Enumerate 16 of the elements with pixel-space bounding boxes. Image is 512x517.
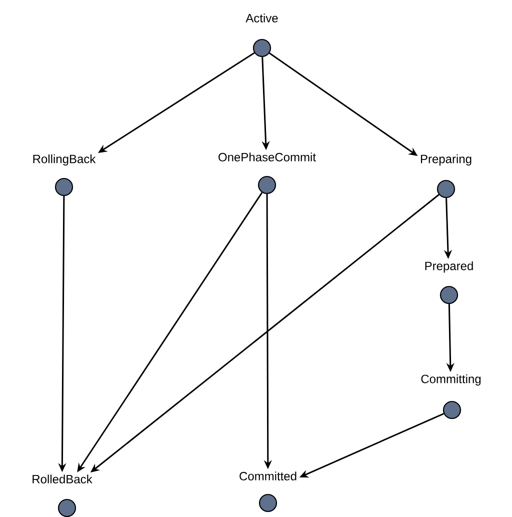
node-label: Committing (421, 374, 481, 386)
node-label: Committed (240, 472, 296, 480)
node-label: Preparing (420, 154, 472, 166)
state-node: Prepared (425, 261, 473, 304)
state-node: Active (246, 14, 278, 58)
node-label: Active (246, 14, 278, 22)
node-label: RollingBack (33, 154, 96, 166)
state-node: RolledBack (32, 474, 92, 517)
node-label: OnePhaseCommit (218, 152, 316, 162)
node-label: RolledBack (32, 474, 92, 484)
state-node: Committing (421, 374, 481, 420)
state-node: OnePhaseCommit (218, 152, 316, 194)
node-label: Prepared (425, 261, 473, 273)
state-node: Committed (240, 472, 296, 512)
state-node: RollingBack (33, 154, 96, 196)
state-node: Preparing (420, 154, 472, 198)
